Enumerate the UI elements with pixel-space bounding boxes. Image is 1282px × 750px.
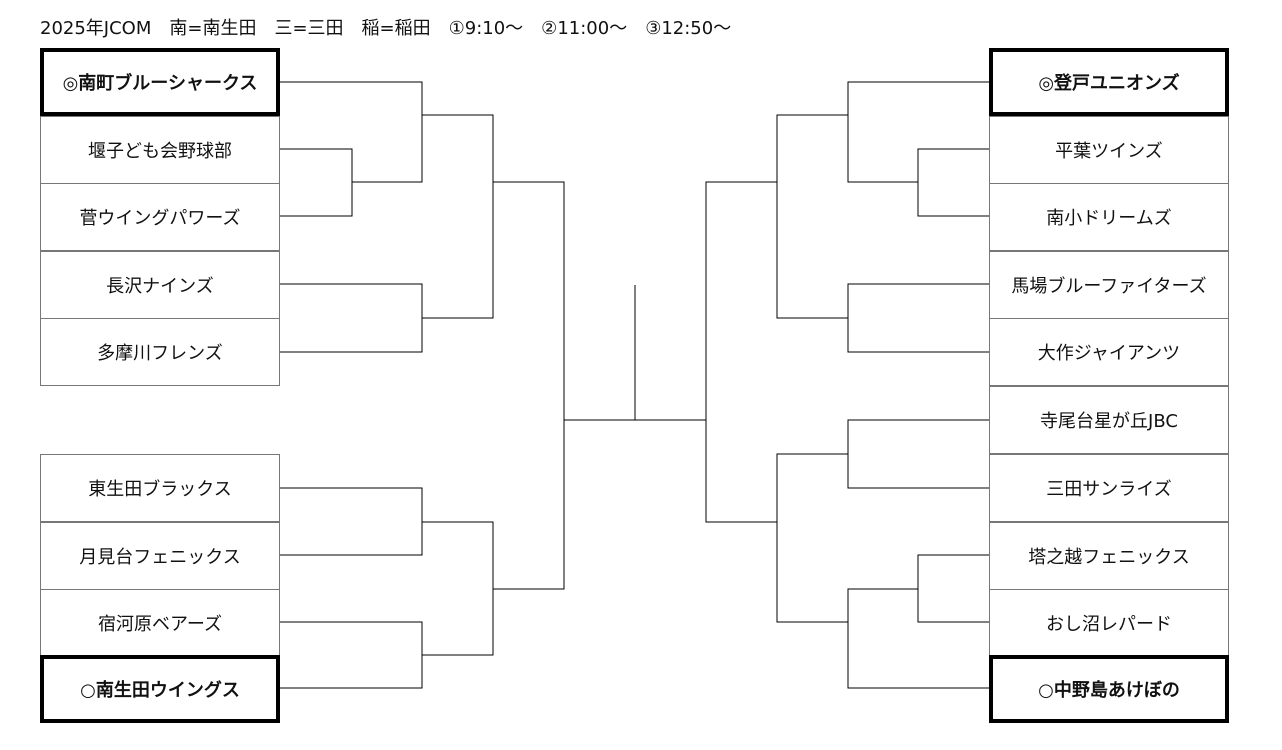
- left-team-8: 宿河原ベアーズ: [40, 589, 280, 657]
- left-team-2: 堰子ども会野球部: [40, 116, 280, 184]
- bracket-line: [280, 487, 423, 556]
- bracket-line: [917, 148, 989, 217]
- bracket-line: [280, 81, 423, 183]
- left-team-5: 多摩川フレンズ: [40, 318, 280, 386]
- left-team-7: 月見台フェニックス: [40, 522, 280, 590]
- left-team-1: ◎南町ブルーシャークス: [40, 48, 280, 116]
- bracket-line: [493, 181, 565, 590]
- right-team-2: 平葉ツインズ: [989, 116, 1229, 184]
- left-team-9: ○南生田ウイングス: [40, 655, 280, 723]
- bracket-line: [847, 81, 989, 183]
- bracket-line: [847, 419, 989, 489]
- right-team-4: 馬場ブルーファイターズ: [989, 251, 1229, 319]
- bracket-line: [422, 114, 494, 319]
- bracket-line: [847, 283, 989, 353]
- bracket-line: [776, 453, 848, 623]
- right-team-5: 大作ジャイアンツ: [989, 318, 1229, 386]
- bracket-line: [917, 554, 989, 623]
- bracket-line: [776, 114, 848, 319]
- right-team-6: 寺尾台星が丘JBC: [989, 386, 1229, 454]
- right-team-8: 塔之越フェニックス: [989, 522, 1229, 590]
- left-team-6: 東生田ブラックス: [40, 454, 280, 522]
- bracket-line: [280, 148, 353, 217]
- right-team-10: ○中野島あけぼの: [989, 655, 1229, 723]
- bracket-line: [280, 283, 423, 353]
- right-team-1: ◎登戸ユニオンズ: [989, 48, 1229, 116]
- left-team-4: 長沢ナインズ: [40, 251, 280, 319]
- bracket-line: [705, 181, 777, 523]
- left-team-3: 菅ウイングパワーズ: [40, 183, 280, 251]
- tournament-header: 2025年JCOM 南=南生田 三=三田 稲=稲田 ①9:10〜 ②11:00〜…: [40, 18, 732, 39]
- right-team-9: おし沼レパード: [989, 589, 1229, 657]
- bracket-line: [422, 521, 494, 656]
- right-team-7: 三田サンライズ: [989, 454, 1229, 522]
- bracket-line: [280, 621, 423, 689]
- bracket-line: [847, 588, 989, 689]
- right-team-3: 南小ドリームズ: [989, 183, 1229, 251]
